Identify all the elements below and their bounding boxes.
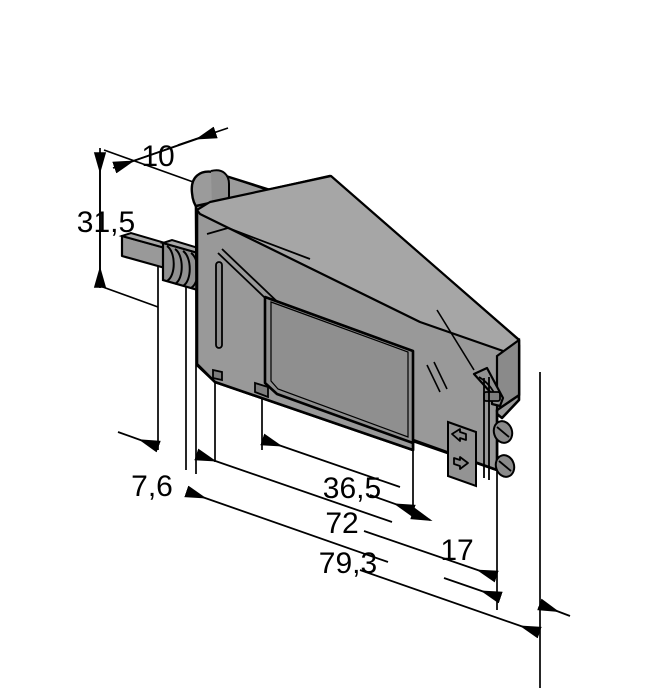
shoulder-line	[206, 227, 311, 260]
dim-label-height-left: 31,5	[77, 206, 135, 239]
bottom-notch-mid	[254, 381, 269, 399]
dimension-lines	[93, 126, 571, 639]
dim-label-end-depth: 17	[440, 534, 473, 567]
dim-label-window-length: 36,5	[323, 472, 381, 505]
dim-label-overall-length: 79,3	[319, 547, 377, 580]
down-arrow-button[interactable]	[453, 456, 469, 470]
bottom-notch-left	[212, 368, 223, 382]
adjust-screw-bottom[interactable]	[493, 453, 517, 479]
dim-label-depth-top: 10	[141, 140, 174, 173]
surface-hatch	[426, 361, 448, 393]
sensor-body	[118, 169, 521, 488]
cable-gland	[159, 238, 208, 292]
display-window	[263, 295, 415, 445]
up-arrow-button[interactable]	[451, 428, 467, 442]
button-panel	[447, 420, 477, 488]
display-window-inner	[270, 301, 409, 438]
end-seam-lines	[483, 377, 490, 480]
dimension-labels: 10 31,5 7,6 36,5 72 79,3 17	[77, 140, 474, 580]
dim-label-cable-offset: 7,6	[131, 470, 173, 503]
right-end-face	[495, 337, 521, 413]
side-indicator-slot	[215, 261, 223, 349]
dim-label-body-length: 72	[325, 507, 358, 540]
adjust-screw-top[interactable]	[491, 419, 515, 445]
top-face-seam	[436, 309, 475, 371]
